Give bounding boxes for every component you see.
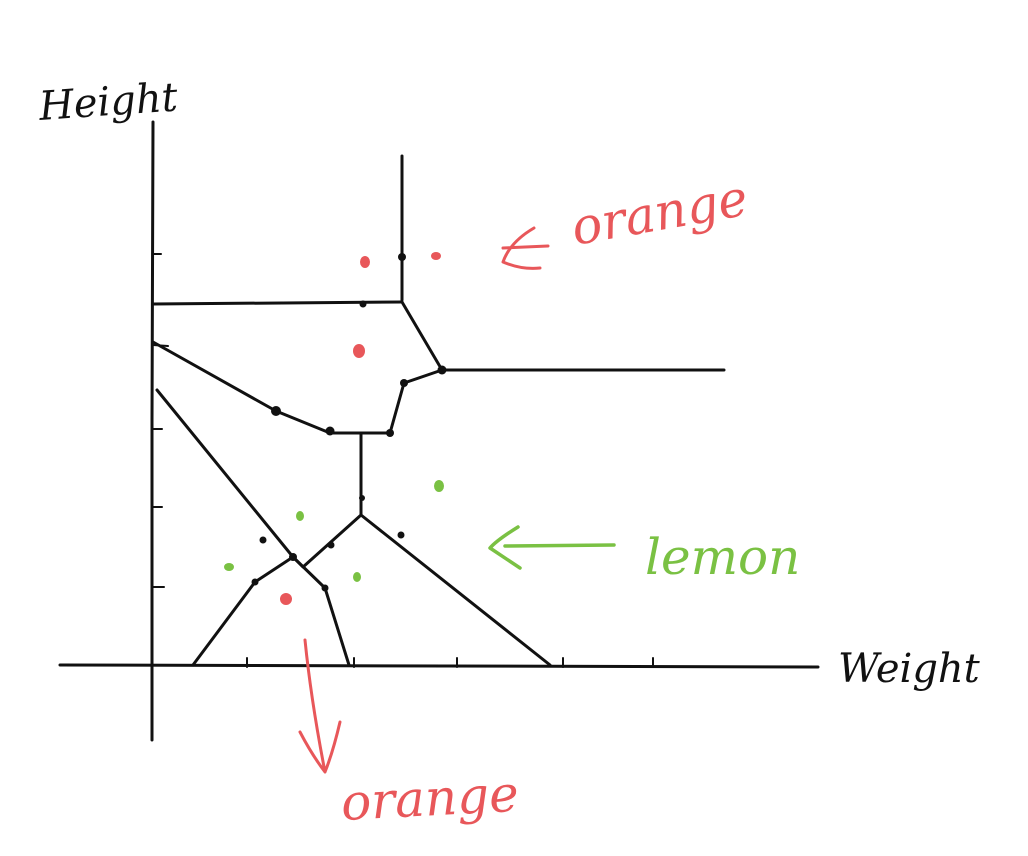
vertex-dot: [359, 495, 365, 501]
voronoi-vertices: [251, 253, 447, 592]
vertex-dot: [271, 406, 281, 416]
orange-bottom-label: orange: [340, 765, 520, 832]
vertex-dot: [327, 541, 335, 549]
boundary-upper-cell: [151, 300, 444, 435]
vertex-dot: [437, 365, 447, 375]
vertex-dot: [386, 429, 394, 437]
orange-top-label: orange: [567, 169, 752, 257]
boundary-lower-cell: [191, 555, 351, 667]
lemon-label: lemon: [645, 528, 800, 586]
orange-point: [360, 256, 370, 268]
vertex-dot: [325, 426, 335, 436]
y-axis: [150, 120, 155, 742]
arrows: [298, 226, 616, 774]
vertex-dot: [251, 578, 259, 586]
vertex-dot: [321, 584, 329, 592]
boundary-lower-left-branch: [291, 513, 363, 569]
lemon-points: [224, 480, 444, 582]
vertex-dot: [259, 536, 267, 544]
vertex-dot: [400, 379, 408, 387]
vertex-dot: [398, 253, 406, 261]
orange-point: [431, 252, 441, 260]
vertex-dot: [359, 300, 367, 308]
orange-points: [280, 252, 441, 605]
boundary-lower-right: [359, 513, 552, 667]
axes: [58, 120, 820, 742]
lemon-arrow-icon: [488, 525, 616, 570]
orange-point: [353, 344, 365, 358]
orange-point: [280, 593, 292, 605]
x-axis: [58, 663, 820, 669]
tick-marks: [152, 253, 654, 668]
orange-top-arrow-icon: [501, 226, 550, 270]
lemon-point: [296, 511, 304, 521]
orange-bottom-arrow-icon: [298, 638, 342, 774]
vertex-dot: [397, 531, 405, 539]
y-axis-label: Height: [36, 74, 180, 130]
x-axis-label: Weight: [838, 646, 981, 692]
lemon-point: [353, 572, 361, 582]
lemon-point: [224, 563, 234, 571]
lemon-point: [434, 480, 444, 492]
boundary-long-diagonal: [155, 388, 295, 559]
vertex-dot: [289, 553, 297, 561]
